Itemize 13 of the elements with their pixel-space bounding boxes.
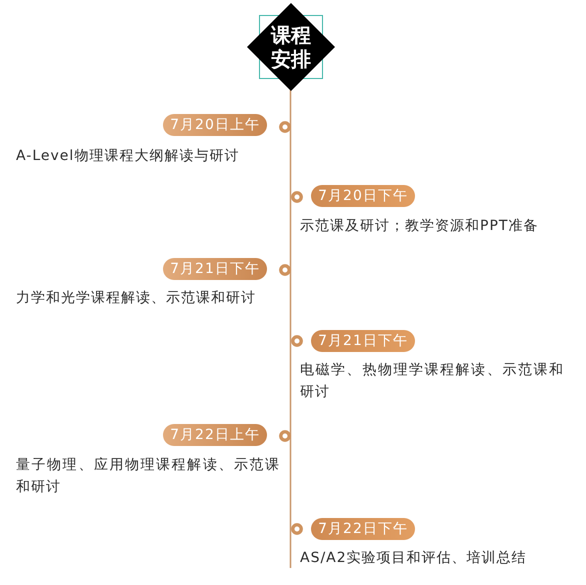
event-description: 电磁学、热物理学课程解读、示范课和研讨 [300, 361, 564, 402]
event-description: A-Level物理课程大纲解读与研讨 [16, 147, 240, 166]
date-tag: 7月20日上午 [163, 114, 267, 136]
event-description: 力学和光学课程解读、示范课和研讨 [16, 289, 257, 308]
date-tag: 7月22日上午 [163, 424, 267, 446]
date-tag: 7月21日下午 [311, 330, 415, 352]
date-tag: 7月21日下午 [163, 258, 267, 280]
event-description: 示范课及研讨；教学资源和PPT准备 [300, 217, 540, 236]
event-description: 量子物理、应用物理课程解读、示范课和研讨 [16, 456, 280, 497]
date-tag: 7月22日下午 [311, 518, 415, 540]
event-description: AS/A2实验项目和评估、培训总结 [300, 549, 528, 568]
heading-text: 课程安排 [270, 23, 312, 71]
date-tag: 7月20日下午 [311, 185, 415, 207]
